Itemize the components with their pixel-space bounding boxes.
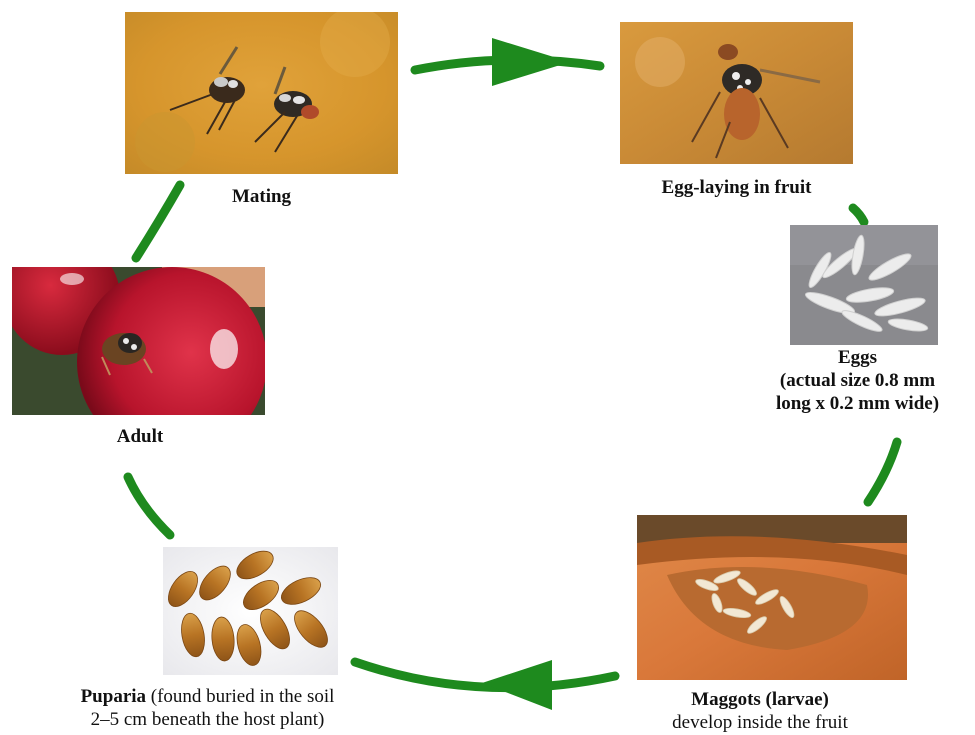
maggots-photo — [637, 515, 907, 680]
arc-egg-laying-to-eggs — [853, 208, 864, 222]
arc-mating-to-egg-laying — [415, 60, 600, 70]
maggots-title: Maggots (larvae) — [610, 688, 910, 711]
egg-laying-photo — [620, 22, 853, 164]
mating-photo — [125, 12, 398, 174]
arc-puparia-to-adult — [128, 477, 170, 535]
maggots-label: Maggots (larvae) develop inside the frui… — [610, 688, 910, 734]
adult-label: Adult — [95, 425, 185, 448]
eggs-title: Eggs — [745, 346, 970, 369]
egg-laying-label: Egg-laying in fruit — [615, 176, 858, 199]
puparia-detail-line-2: 2–5 cm beneath the host plant) — [15, 708, 400, 731]
adult-photo — [12, 267, 265, 415]
maggots-detail: develop inside the fruit — [610, 711, 910, 734]
arrowhead-right — [492, 38, 570, 86]
puparia-detail-line-1: (found buried in the soil — [146, 686, 334, 707]
arc-eggs-to-maggots — [868, 442, 897, 502]
puparia-photo — [163, 547, 338, 675]
eggs-label: Eggs (actual size 0.8 mm long x 0.2 mm w… — [745, 346, 970, 415]
puparia-title: Puparia — [81, 686, 146, 707]
puparia-label: Puparia (found buried in the soil 2–5 cm… — [15, 685, 400, 731]
arrowhead-left — [482, 660, 552, 710]
mating-label: Mating — [190, 185, 333, 208]
eggs-photo — [790, 225, 938, 345]
arc-adult-to-mating — [136, 185, 180, 258]
eggs-size-line-1: (actual size 0.8 mm — [745, 369, 970, 392]
eggs-size-line-2: long x 0.2 mm wide) — [745, 392, 970, 415]
arc-maggots-to-puparia — [355, 662, 615, 688]
